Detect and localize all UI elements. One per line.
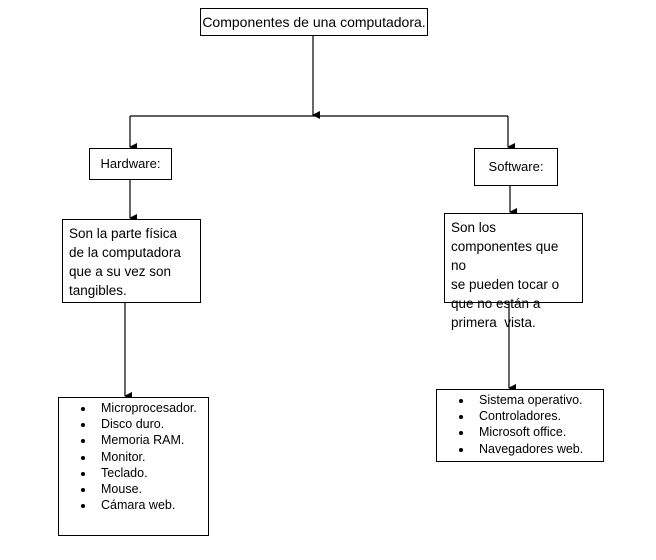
root-node: Componentes de una computadora. — [200, 8, 428, 36]
software-description-line: se pueden tocar o — [451, 277, 560, 292]
software-description-line: que no están a — [451, 296, 541, 311]
hardware-item: Microprocesador. — [95, 400, 202, 416]
hardware-item: Teclado. — [95, 465, 202, 481]
hardware-item: Memoria RAM. — [95, 432, 202, 448]
software-item: Navegadores web. — [473, 441, 597, 457]
software-label: Software: — [488, 158, 544, 174]
software-node: Software: — [474, 148, 558, 186]
software-description-line: componentes que no — [451, 239, 559, 273]
hardware-item: Disco duro. — [95, 416, 202, 432]
software-item: Microsoft office. — [473, 424, 597, 440]
hardware-description-line: de la computadora — [69, 245, 181, 260]
software-description-node: Son los componentes que no se pueden toc… — [444, 213, 583, 330]
hardware-item: Cámara web. — [95, 497, 202, 513]
software-item: Controladores. — [473, 408, 597, 424]
hardware-description-line: tangibles. — [69, 283, 127, 298]
root-label: Componentes de una computadora. — [202, 13, 426, 30]
hardware-description-node: Son la parte física de la computadora qu… — [62, 219, 201, 303]
hardware-node: Hardware: — [89, 148, 172, 180]
software-item: Sistema operativo. — [473, 392, 597, 408]
hardware-items-node: Microprocesador. Disco duro. Memoria RAM… — [58, 397, 209, 536]
hardware-description-line: Son la parte física — [69, 226, 178, 241]
hardware-items-list: Microprocesador. Disco duro. Memoria RAM… — [79, 400, 202, 513]
hardware-description-line: que a su vez son — [69, 264, 172, 279]
software-items-list: Sistema operativo. Controladores. Micros… — [457, 392, 597, 457]
hardware-label: Hardware: — [100, 155, 161, 171]
software-description-line: primera vista. — [451, 315, 536, 330]
hardware-item: Mouse. — [95, 481, 202, 497]
hardware-item: Monitor. — [95, 449, 202, 465]
software-items-node: Sistema operativo. Controladores. Micros… — [436, 389, 604, 462]
software-description-line: Son los — [451, 220, 497, 235]
